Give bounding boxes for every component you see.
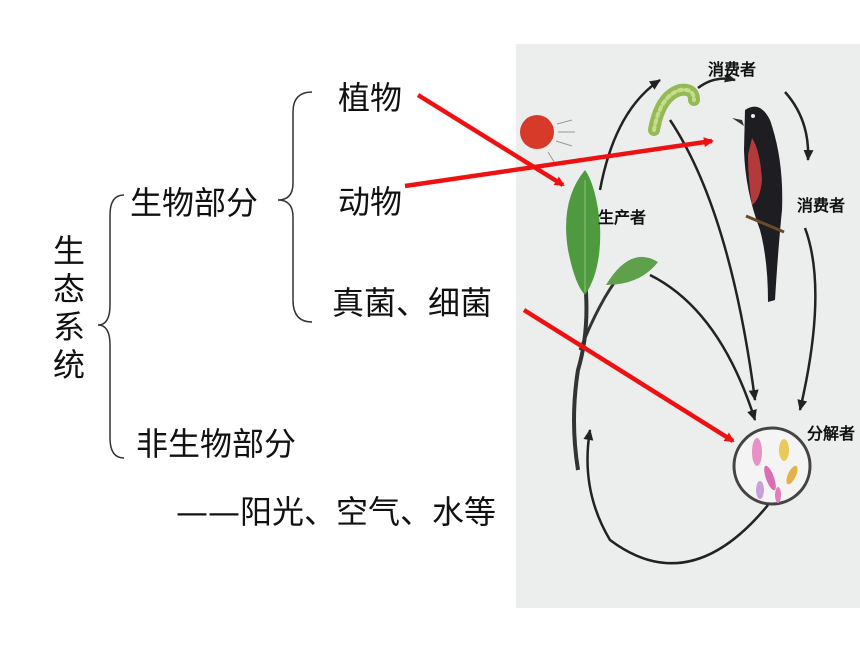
node-plants: 植物: [338, 79, 403, 117]
brace-biotic: [277, 91, 313, 323]
ecosystem-illustration-panel: [516, 44, 860, 608]
red-link-arrows: [404, 93, 735, 443]
plant-icon: [566, 170, 658, 471]
caterpillar-icon: [648, 83, 700, 136]
label-decomposer: 分解者: [807, 424, 856, 443]
arrow-decomposers-to-circle: [522, 308, 735, 443]
label-producer: 生产者: [598, 208, 647, 227]
root-ecosystem: 生态系统: [52, 232, 85, 384]
arrow-plants-to-producer: [416, 93, 565, 187]
arrow-animals-to-consumer: [404, 137, 714, 189]
node-animals: 动物: [338, 183, 403, 221]
label-consumer-right: 消费者: [797, 196, 846, 215]
decomposer-circle-icon: [732, 426, 812, 506]
node-decomposers-group: 真菌、细菌: [332, 284, 493, 322]
sun-icon: [520, 115, 575, 166]
node-abiotic: 非生物部分: [136, 425, 297, 463]
node-abiotic-examples: ——阳光、空气、水等: [176, 493, 497, 531]
bird-icon: [732, 106, 785, 303]
cycle-arrows: [583, 72, 817, 565]
label-consumer-top: 消费者: [708, 60, 757, 79]
node-biotic: 生物部分: [130, 184, 259, 222]
brace-ecosystem: [97, 194, 125, 459]
